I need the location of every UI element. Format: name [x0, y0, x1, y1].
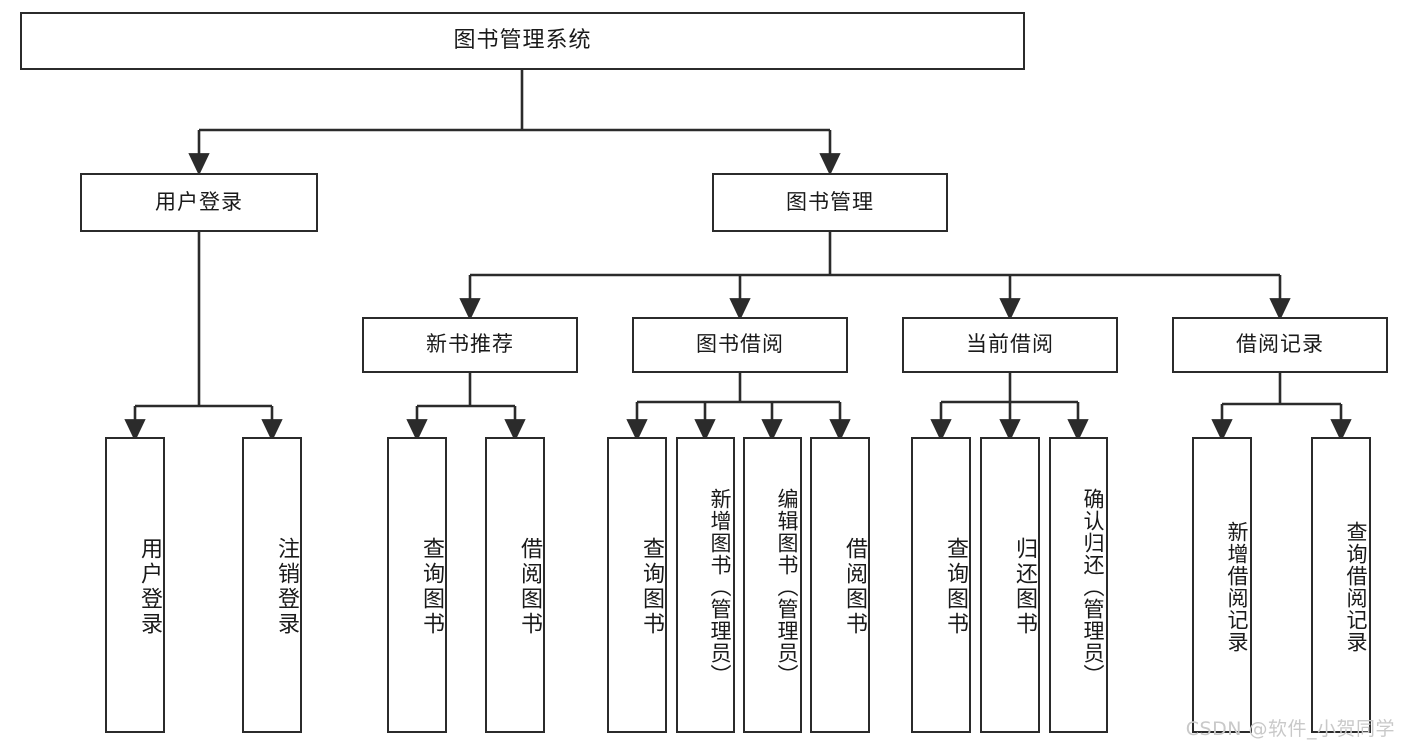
node-root-system[interactable]: 图书管理系统	[20, 12, 1025, 70]
node-leaf-borrow-book[interactable]: 借阅图书	[810, 437, 870, 733]
node-book-manage[interactable]: 图书管理	[712, 173, 948, 232]
node-leaf-add-borrow-record[interactable]: 新增借阅记录	[1192, 437, 1252, 733]
node-leaf-query-book-borrow[interactable]: 查询图书	[607, 437, 667, 733]
node-label: 借阅记录	[1236, 332, 1324, 357]
node-current-borrow[interactable]: 当前借阅	[902, 317, 1118, 373]
node-label: 图书借阅	[696, 332, 784, 357]
node-label: 图书管理系统	[453, 27, 592, 53]
node-leaf-add-book[interactable]: 新增图书（管理员）	[676, 437, 735, 733]
node-leaf-query-book-current[interactable]: 查询图书	[911, 437, 971, 733]
node-user-login[interactable]: 用户登录	[80, 173, 318, 232]
node-label: 新增借阅记录	[1225, 521, 1249, 653]
node-label: 查询图书	[419, 537, 444, 637]
node-leaf-user-login[interactable]: 用户登录	[105, 437, 165, 733]
node-label: 图书管理	[786, 189, 874, 214]
node-label: 用户登录	[155, 189, 243, 214]
node-label: 查询借阅记录	[1344, 521, 1368, 653]
node-leaf-borrow-book-rec[interactable]: 借阅图书	[485, 437, 545, 733]
node-label: 查询图书	[639, 537, 664, 637]
node-leaf-edit-book[interactable]: 编辑图书（管理员）	[743, 437, 802, 733]
node-leaf-confirm-return[interactable]: 确认归还（管理员）	[1049, 437, 1108, 733]
node-label: 借阅图书	[842, 537, 867, 637]
node-label: 用户登录	[137, 537, 162, 637]
node-label: 确认归还（管理员）	[1081, 488, 1105, 686]
node-leaf-return-book[interactable]: 归还图书	[980, 437, 1040, 733]
node-leaf-user-logout[interactable]: 注销登录	[242, 437, 302, 733]
node-label: 新书推荐	[426, 332, 514, 357]
node-label: 新增图书（管理员）	[708, 488, 732, 686]
node-label: 借阅图书	[517, 537, 542, 637]
node-label: 当前借阅	[966, 332, 1054, 357]
node-book-borrow[interactable]: 图书借阅	[632, 317, 848, 373]
node-borrow-record[interactable]: 借阅记录	[1172, 317, 1388, 373]
node-new-book-recommend[interactable]: 新书推荐	[362, 317, 578, 373]
node-label: 编辑图书（管理员）	[775, 488, 799, 686]
node-leaf-query-book-rec[interactable]: 查询图书	[387, 437, 447, 733]
watermark-text: CSDN @软件_小贺同学	[1185, 718, 1395, 740]
node-leaf-query-borrow-record[interactable]: 查询借阅记录	[1311, 437, 1371, 733]
node-label: 查询图书	[943, 537, 968, 637]
node-label: 注销登录	[274, 537, 299, 637]
node-label: 归还图书	[1012, 537, 1037, 637]
